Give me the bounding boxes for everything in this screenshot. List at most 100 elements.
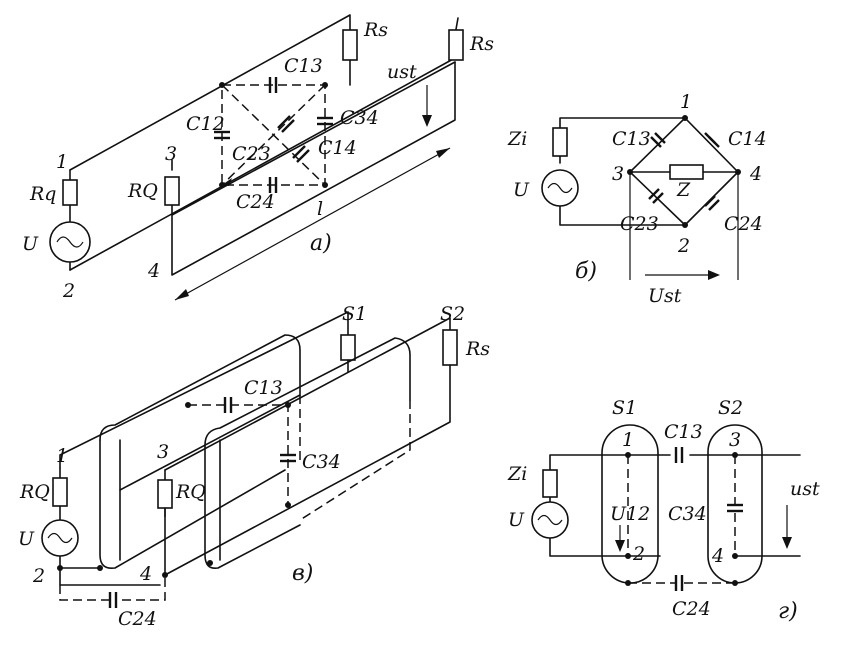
label-c12: C12 bbox=[186, 113, 225, 135]
capacitor-c14 bbox=[292, 145, 310, 163]
node-label-3: 3 bbox=[612, 163, 624, 185]
capacitor-b-c24 bbox=[704, 195, 720, 211]
node-dot bbox=[682, 222, 688, 228]
label-s1: S1 bbox=[612, 397, 637, 419]
label-u: U bbox=[513, 179, 530, 201]
label-c14: C14 bbox=[318, 137, 357, 159]
node-label-4: 4 bbox=[147, 260, 160, 282]
label-c13: C13 bbox=[664, 421, 703, 443]
node-dot bbox=[322, 82, 328, 88]
capacitor-c-c24 bbox=[108, 592, 118, 608]
conductor-c-3 bbox=[164, 317, 451, 471]
shield-s2-top bbox=[204, 337, 411, 446]
resistor-rq-right bbox=[164, 176, 180, 206]
label-u: U bbox=[18, 528, 35, 550]
capacitor-c34 bbox=[317, 116, 333, 126]
capacitance-diag-2 bbox=[221, 84, 326, 186]
resistor-rs-2 bbox=[448, 29, 464, 61]
panel-c: 1 2 3 4 RQ RQ U S1 S2 Rs C13 C34 C24 в) bbox=[18, 303, 490, 630]
node-dot bbox=[682, 115, 688, 121]
label-rq-right: RQ bbox=[175, 481, 206, 503]
sine-icon bbox=[56, 236, 84, 248]
label-c24: C24 bbox=[672, 598, 711, 620]
panel-b: 1 2 3 4 Zi U Z C13 C14 C23 C24 Ust б) bbox=[507, 91, 767, 307]
arrow-head bbox=[436, 148, 450, 158]
conductor-c-1 bbox=[59, 311, 349, 469]
label-ust: ust bbox=[387, 61, 417, 83]
label-u: U bbox=[22, 233, 39, 255]
arrow-head bbox=[222, 178, 232, 186]
label-l: l bbox=[317, 198, 323, 220]
label-c24: C24 bbox=[724, 213, 763, 235]
arrow-head bbox=[175, 289, 189, 300]
capacitor-d-c34 bbox=[727, 503, 743, 513]
label-c13: C13 bbox=[612, 128, 651, 150]
label-zi: Zi bbox=[507, 463, 527, 485]
wire-d-top bbox=[549, 454, 671, 471]
label-c24: C24 bbox=[118, 608, 157, 630]
node-label-1: 1 bbox=[56, 151, 68, 173]
caption-d: г) bbox=[778, 599, 798, 624]
node-label-2: 2 bbox=[32, 565, 45, 587]
resistor-rs-1 bbox=[342, 29, 358, 61]
capacitor-c12 bbox=[214, 130, 230, 140]
conductor-4 bbox=[171, 61, 456, 276]
wire-b-bottom bbox=[559, 204, 686, 226]
label-rq-right: RQ bbox=[127, 180, 158, 202]
label-c34: C34 bbox=[668, 503, 707, 525]
label-ust: ust bbox=[790, 478, 820, 500]
resistor-rq-c-left bbox=[52, 477, 68, 507]
resistor-s1 bbox=[340, 334, 356, 361]
node-dot bbox=[732, 580, 738, 586]
label-rs-2: Rs bbox=[469, 33, 494, 55]
label-c13: C13 bbox=[244, 377, 283, 399]
node-dot bbox=[625, 553, 631, 559]
label-u: U bbox=[508, 509, 525, 531]
conductor-1 bbox=[69, 14, 351, 171]
capacitor-d-c13 bbox=[674, 447, 684, 463]
node-label-3: 3 bbox=[729, 429, 741, 451]
arrow-head bbox=[782, 537, 792, 549]
node-label-4: 4 bbox=[711, 545, 724, 567]
label-z: Z bbox=[676, 179, 691, 201]
shield-s1-bottom bbox=[99, 439, 286, 570]
label-rq-left: RQ bbox=[19, 481, 50, 503]
resistor-zi-b bbox=[552, 127, 568, 157]
node-label-3: 3 bbox=[165, 143, 177, 165]
caption-a: а) bbox=[310, 231, 332, 256]
label-c23: C23 bbox=[232, 143, 271, 165]
shield-s2-hidden bbox=[299, 400, 411, 521]
capacitor-b-c13 bbox=[650, 132, 666, 148]
capacitor-c23 bbox=[277, 115, 295, 133]
capacitor-b-c14 bbox=[704, 132, 720, 148]
arrow-head bbox=[708, 270, 720, 280]
label-c13: C13 bbox=[284, 55, 323, 77]
node-dot bbox=[322, 182, 328, 188]
node-label-2: 2 bbox=[677, 235, 690, 257]
capacitor-c24 bbox=[268, 177, 278, 193]
node-label-3: 3 bbox=[157, 441, 169, 463]
label-c34: C34 bbox=[340, 107, 379, 129]
node-dot bbox=[219, 82, 225, 88]
resistor-z bbox=[669, 164, 704, 180]
resistor-rs-c bbox=[442, 329, 458, 366]
node-label-1: 1 bbox=[622, 429, 634, 451]
label-c24: C24 bbox=[236, 191, 275, 213]
length-arrow-l bbox=[174, 147, 451, 301]
node-dot bbox=[57, 565, 63, 571]
node-dot bbox=[207, 560, 213, 566]
wire-d-bottom bbox=[549, 537, 631, 557]
label-s1: S1 bbox=[342, 303, 367, 325]
label-zi: Zi bbox=[507, 128, 527, 150]
wire-c-src-bottom bbox=[59, 555, 101, 569]
label-c34: C34 bbox=[302, 451, 341, 473]
node-label-2: 2 bbox=[62, 280, 75, 302]
sine-icon bbox=[47, 532, 73, 544]
capacitor-b-c23 bbox=[648, 188, 664, 204]
label-rs-1: Rs bbox=[363, 19, 388, 41]
node-dot bbox=[732, 553, 738, 559]
cap-c24-left bbox=[59, 585, 110, 601]
node-dot bbox=[162, 572, 168, 578]
shield-s1-top bbox=[99, 334, 301, 491]
node-dot bbox=[285, 502, 291, 508]
